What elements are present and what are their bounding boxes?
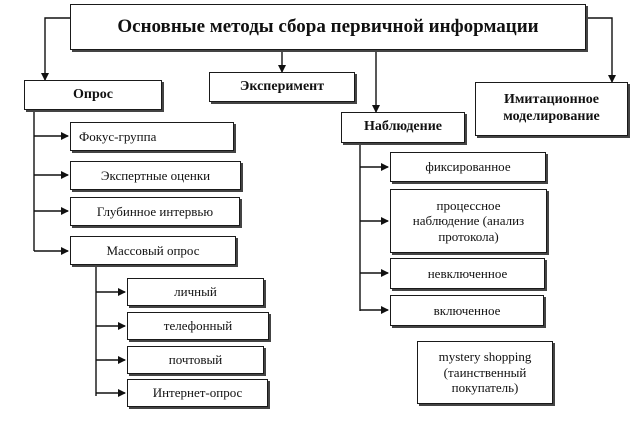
mystery-line-3: покупатель) bbox=[451, 380, 519, 396]
connector-root-simulation bbox=[586, 17, 616, 83]
observation-mystery-shopping: mystery shopping (таинственный покупател… bbox=[417, 341, 553, 404]
simulation-line-2: моделирование bbox=[503, 109, 600, 124]
observation-process: процессное наблюдение (анализ протокола) bbox=[390, 189, 547, 253]
method-simulation: Имитационное моделирование bbox=[475, 82, 628, 136]
mass-phone: телефонный bbox=[127, 312, 269, 340]
process-line-1: процессное bbox=[436, 197, 501, 213]
survey-mass: Массовый опрос bbox=[70, 236, 236, 265]
mass-personal: личный bbox=[127, 278, 264, 306]
mass-mail: почтовый bbox=[127, 346, 264, 374]
method-observation: Наблюдение bbox=[341, 112, 465, 143]
connector-root-survey bbox=[41, 17, 70, 81]
method-survey: Опрос bbox=[24, 80, 162, 110]
observation-included: включенное bbox=[390, 295, 544, 326]
process-line-2: наблюдение (анализ bbox=[412, 213, 525, 229]
root-title: Основные методы сбора первичной информац… bbox=[70, 4, 586, 50]
mass-internet: Интернет-опрос bbox=[127, 379, 268, 407]
observation-nonincluded: невключенное bbox=[390, 258, 545, 289]
process-line-3: протокола) bbox=[438, 228, 499, 244]
mystery-line-2: (таинственный bbox=[443, 364, 527, 380]
survey-indepth: Глубинное интервью bbox=[70, 197, 240, 226]
survey-focus-group: Фокус-группа bbox=[70, 122, 234, 151]
method-experiment: Эксперимент bbox=[209, 72, 355, 102]
simulation-line-1: Имитационное bbox=[503, 92, 600, 108]
observation-fixed: фиксированное bbox=[390, 152, 546, 182]
survey-expert: Экспертные оценки bbox=[70, 161, 241, 190]
mystery-line-1: mystery shopping bbox=[438, 349, 532, 365]
